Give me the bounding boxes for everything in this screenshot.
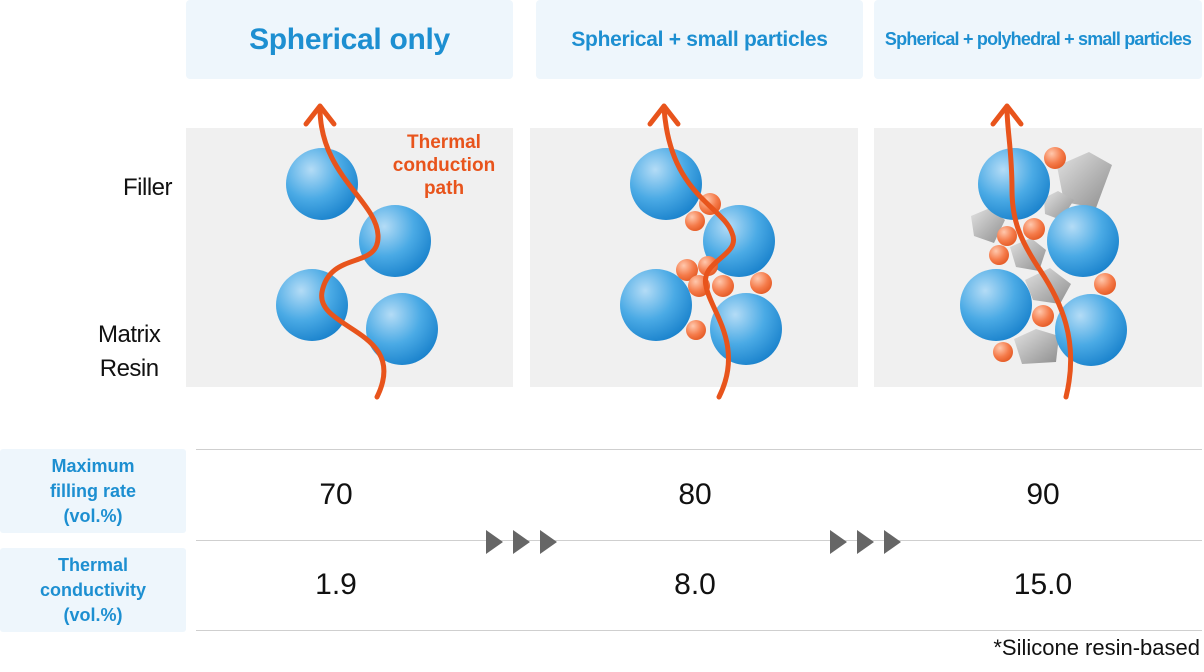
matrix-label-line1: Matrix [98, 321, 161, 348]
triangle-arrow-icon [540, 530, 557, 554]
table-bottom-line [196, 630, 1202, 631]
polyhedral-particle [1025, 268, 1071, 304]
footnote: *Silicone resin-based [993, 635, 1200, 660]
filler-sphere [620, 269, 692, 341]
progression-arrows-2 [830, 530, 901, 554]
filler-sphere [630, 148, 702, 220]
filler-sphere [366, 293, 438, 365]
header-spherical-small: Spherical + small particles [536, 0, 863, 79]
filler-sphere [1047, 205, 1119, 277]
row-label-line: conductivity [39, 579, 146, 600]
filler-sphere [960, 269, 1032, 341]
panel-spherical-small [530, 128, 858, 387]
header-spherical-polyhedral-small: Spherical + polyhedral + small particles [874, 0, 1202, 79]
value-conductivity-spherical: 1.9 [315, 568, 357, 601]
table-mid-line [196, 540, 1202, 541]
polyhedral-particle [1010, 238, 1046, 271]
filler-sphere [978, 148, 1050, 220]
polyhedral-particle [971, 208, 1005, 243]
filler-sphere [276, 269, 348, 341]
small-particle [989, 245, 1009, 265]
filler-sphere [359, 205, 431, 277]
small-particle [685, 211, 705, 231]
progression-arrows-1 [486, 530, 557, 554]
small-particle [1023, 218, 1045, 240]
row-label-max-filling-rate: Maximum filling rate (vol.%) [0, 449, 186, 533]
panel-spherical-polyhedral-small [874, 128, 1202, 387]
value-conductivity-polyhedral: 15.0 [1013, 568, 1073, 601]
diagram-spherical-polyhedral-small [960, 147, 1127, 366]
diagram-spherical-small [620, 148, 782, 365]
small-particle [1044, 147, 1066, 169]
row-label-line: (vol.%) [63, 604, 123, 625]
filler-sphere [710, 293, 782, 365]
thermal-path-arrowhead-2 [647, 103, 681, 127]
filler-sphere [1055, 294, 1127, 366]
small-particle [997, 226, 1017, 246]
table-top-line [196, 449, 1202, 450]
small-particle [686, 320, 706, 340]
value-filling-rate-small: 80 [678, 478, 712, 511]
value-filling-rate-spherical: 70 [319, 478, 353, 511]
matrix-resin-label: Matrix Resin [98, 318, 161, 386]
row-label-line: Thermal [57, 554, 129, 575]
row-label-thermal-conductivity: Thermal conductivity (vol.%) [0, 548, 186, 632]
path-label-line3: path [423, 178, 465, 199]
small-particle [688, 275, 710, 297]
small-particle [698, 256, 718, 276]
small-particle [993, 342, 1013, 362]
path-label-line1: Thermal [407, 132, 481, 153]
row-label-line: filling rate [49, 480, 136, 501]
row-label-line: (vol.%) [63, 505, 123, 526]
thermal-path-arrowhead-3 [990, 103, 1024, 127]
value-filling-rate-polyhedral: 90 [1026, 478, 1060, 511]
polyhedral-particle [1014, 329, 1059, 364]
triangle-arrow-icon [513, 530, 530, 554]
small-particle [1094, 273, 1116, 295]
triangle-arrow-icon [857, 530, 874, 554]
triangle-arrow-icon [830, 530, 847, 554]
row-label-line: Maximum [51, 455, 135, 476]
matrix-label-line2: Resin [99, 355, 159, 382]
triangle-arrow-icon [486, 530, 503, 554]
triangle-arrow-icon [884, 530, 901, 554]
path-label-line2: conduction [392, 155, 496, 176]
small-particle [750, 272, 772, 294]
small-particle [712, 275, 734, 297]
value-conductivity-small: 8.0 [674, 568, 716, 601]
small-particle [699, 193, 721, 215]
filler-sphere [286, 148, 358, 220]
header-spherical-only: Spherical only [186, 0, 513, 79]
thermal-path-arrowhead-1 [303, 103, 337, 127]
filler-label: Filler [123, 174, 173, 201]
small-particle [1032, 305, 1054, 327]
thermal-conduction-path-label: Thermal conduction path [380, 131, 508, 200]
